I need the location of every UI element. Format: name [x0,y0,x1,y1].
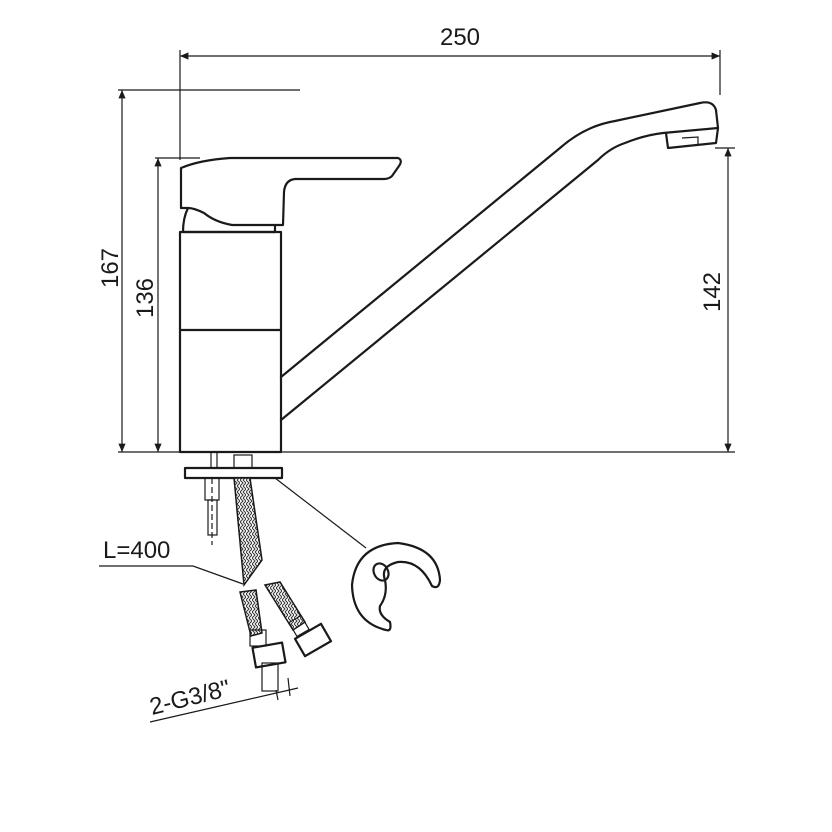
dimension-136: 136 [132,157,200,452]
dim-250-label: 250 [440,24,480,51]
dim-142-label: 142 [699,272,726,312]
c-clip [274,477,442,632]
connection-label: 2-G3/8" [147,675,233,721]
faucet-spout [279,101,720,422]
connection-annotation: 2-G3/8" [147,675,299,723]
supply-hoses [233,477,333,692]
dim-167-label: 167 [97,248,124,288]
dimension-167: 167 [97,89,300,452]
hose-length-annotation: L=400 [99,537,244,585]
hose-length-label: L=400 [103,537,170,564]
faucet-body [178,230,283,454]
dimension-250: 250 [179,24,721,160]
mounting-plate [183,452,284,480]
dim-136-label: 136 [132,278,159,318]
faucet-handle [179,156,402,234]
dimension-142: 142 [699,147,735,452]
threaded-stud [204,477,220,545]
